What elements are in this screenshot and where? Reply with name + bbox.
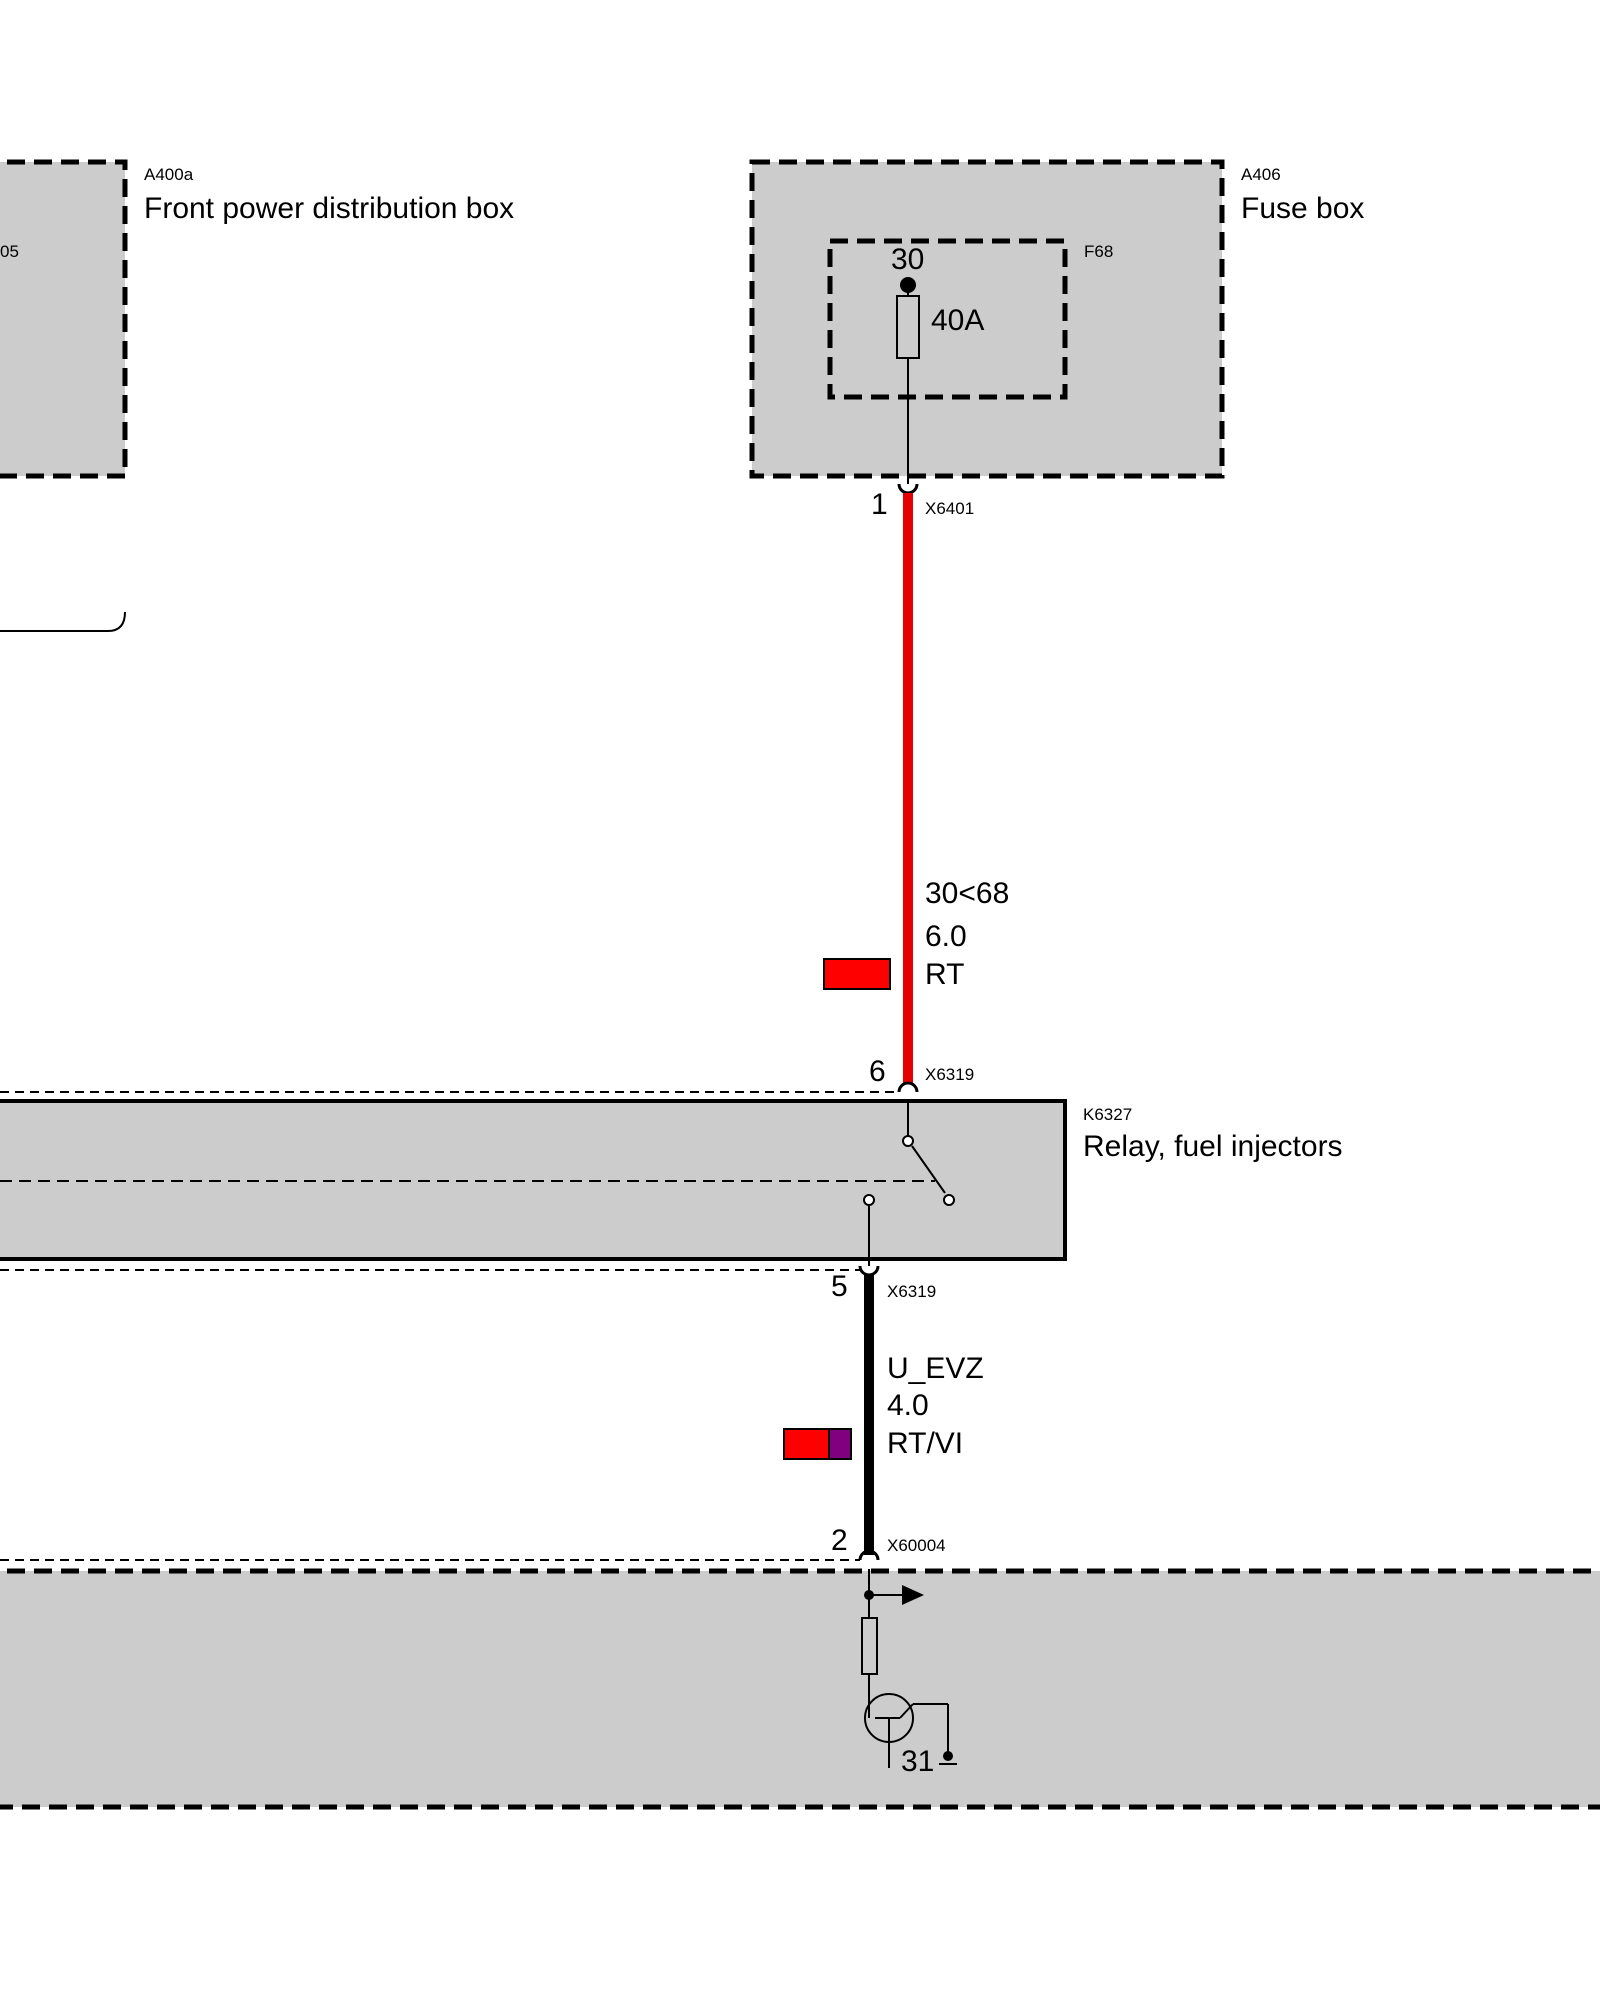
fuse-box: A406 Fuse box F68 30 40A xyxy=(749,159,1364,484)
fuse-code: F68 xyxy=(1084,242,1113,261)
ground-terminal-label: 31 xyxy=(901,1745,934,1778)
front-distribution-box: 05 A400a Front power distribution box xyxy=(0,159,514,632)
fuse-element-icon xyxy=(896,295,920,359)
relay-contact-icon xyxy=(943,1194,955,1206)
wire-color-swatch xyxy=(823,958,891,990)
relay-contact-icon xyxy=(902,1135,914,1147)
relay-k6327: K6327 Relay, fuel injectors xyxy=(0,1099,1343,1261)
connector-x6319-pin5: 5 X6319 xyxy=(0,1259,936,1303)
connector-pin-number: 1 xyxy=(871,488,888,521)
resistor-icon xyxy=(861,1617,878,1675)
front-box-code: A400a xyxy=(144,165,194,184)
connector-id: X6319 xyxy=(887,1282,936,1301)
front-box-name: Front power distribution box xyxy=(144,192,514,225)
relay-code: K6327 xyxy=(1083,1105,1132,1124)
wire-signal: U_EVZ xyxy=(887,1352,984,1385)
connector-pin-number: 6 xyxy=(869,1055,886,1088)
wire-size: 6.0 xyxy=(925,920,967,953)
connector-socket-icon xyxy=(897,1081,919,1093)
relay-contact-icon xyxy=(863,1194,875,1206)
wire-u-evz: U_EVZ 4.0 RT/VI xyxy=(783,1275,984,1555)
relay-switch-arm-icon xyxy=(911,1145,946,1194)
fuse-box-name: Fuse box xyxy=(1241,192,1364,225)
arrow-head-icon xyxy=(902,1585,924,1605)
relay-name: Relay, fuel injectors xyxy=(1083,1130,1343,1163)
connector-socket-icon xyxy=(858,1265,880,1277)
wire-30-68: 30<68 6.0 RT xyxy=(823,493,1009,1083)
wire-signal: 30<68 xyxy=(925,877,1009,910)
wire-color-swatch-stripe xyxy=(828,1428,852,1460)
connector-x60004: 2 X60004 xyxy=(0,1524,946,1561)
wire-color-swatch-primary xyxy=(783,1428,830,1460)
fuse-box-code: A406 xyxy=(1241,165,1281,184)
connector-socket-icon xyxy=(858,1549,880,1561)
front-box-wire-stub xyxy=(0,611,126,632)
connector-id: X6401 xyxy=(925,499,974,518)
connector-pin-number: 2 xyxy=(831,1524,848,1557)
fuse-rating: 40A xyxy=(931,304,984,337)
transistor-icon xyxy=(864,1693,949,1768)
connector-pin-number: 5 xyxy=(831,1270,848,1303)
ground-point-icon xyxy=(943,1751,953,1761)
fuse-f68: F68 30 40A xyxy=(827,238,1113,484)
connector-x6319-pin6: 6 X6319 xyxy=(0,1055,974,1093)
fuse-terminal-label: 30 xyxy=(891,243,924,276)
wire-color-code: RT/VI xyxy=(887,1427,963,1460)
connector-id: X6319 xyxy=(925,1065,974,1084)
wire-size: 4.0 xyxy=(887,1389,929,1422)
connector-socket-icon xyxy=(897,483,919,495)
lower-control-module: 31 xyxy=(0,1568,1600,1810)
connector-x6401: 1 X6401 xyxy=(871,483,974,521)
front-box-partial-label: 05 xyxy=(0,242,19,261)
wire-color-code: RT xyxy=(925,958,964,991)
connector-id: X60004 xyxy=(887,1536,946,1555)
